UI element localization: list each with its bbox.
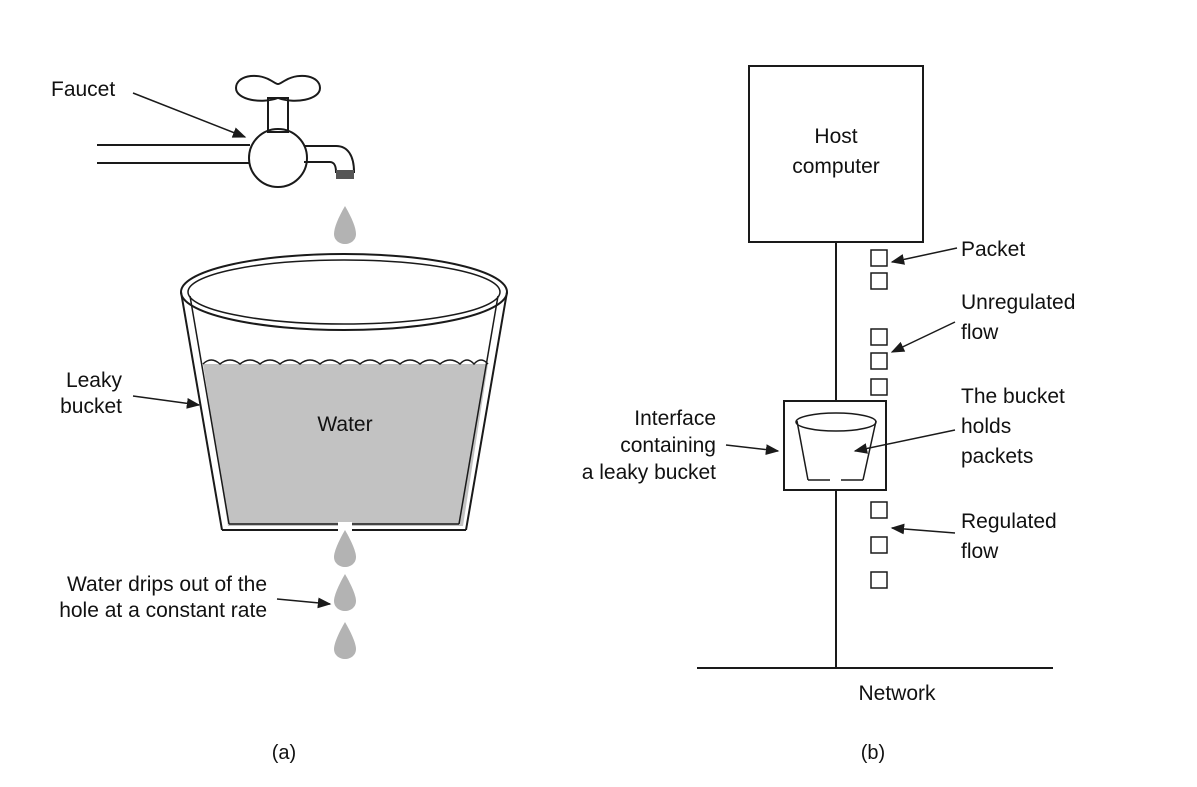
host-computer-box bbox=[748, 65, 924, 243]
holds-label-line1: The bucket bbox=[961, 385, 1065, 408]
caption-b: (b) bbox=[861, 742, 885, 764]
leaky-bucket-arrow bbox=[132, 395, 201, 409]
water-drop-icon bbox=[334, 206, 356, 244]
water-label: Water bbox=[317, 413, 372, 436]
leaky-bucket-label-line1: Leaky bbox=[66, 369, 123, 392]
small-bucket-icon bbox=[795, 412, 877, 481]
drip-label-line2: hole at a constant rate bbox=[59, 599, 267, 622]
unregulated-label-line1: Unregulated bbox=[961, 291, 1075, 314]
packet-label: Packet bbox=[961, 238, 1025, 261]
water-drop-icon bbox=[334, 622, 356, 659]
regulated-label-line1: Regulated bbox=[961, 510, 1057, 533]
panel-a: Faucet Leaky bucket Water Water drips ou… bbox=[51, 74, 508, 764]
holds-label-line2: holds bbox=[961, 415, 1011, 438]
unregulated-label-line2: flow bbox=[961, 321, 999, 344]
water-drop-icon bbox=[334, 574, 356, 611]
interface-label-line3: a leaky bucket bbox=[582, 461, 716, 484]
packet-box bbox=[870, 501, 888, 519]
packet-box bbox=[870, 536, 888, 554]
packet-box bbox=[870, 571, 888, 589]
packet-box bbox=[870, 328, 888, 346]
interface-label-line1: Interface bbox=[634, 407, 716, 430]
water-drop-icon bbox=[334, 530, 356, 567]
faucet-icon bbox=[97, 74, 356, 188]
drip-label-line1: Water drips out of the bbox=[67, 573, 267, 596]
packet-arrow bbox=[890, 247, 958, 265]
holds-label-line3: packets bbox=[961, 445, 1033, 468]
regulated-label-line2: flow bbox=[961, 540, 999, 563]
host-label-line2: computer bbox=[792, 155, 880, 178]
caption-a: (a) bbox=[272, 742, 296, 764]
interface-label-line2: containing bbox=[620, 434, 716, 457]
interface-box bbox=[783, 400, 887, 491]
faucet-arrow bbox=[132, 92, 247, 138]
packet-box bbox=[870, 249, 888, 267]
panel-b: Host computer Network Packet Unre bbox=[582, 65, 1075, 764]
regulated-arrow bbox=[890, 523, 956, 535]
leaky-bucket-icon bbox=[180, 253, 508, 532]
leaky-bucket-label-line2: bucket bbox=[60, 395, 122, 418]
faucet-label: Faucet bbox=[51, 78, 115, 101]
unregulated-arrow bbox=[890, 321, 956, 353]
host-label-line1: Host bbox=[814, 125, 857, 148]
packet-box bbox=[870, 352, 888, 370]
packet-box bbox=[870, 272, 888, 290]
interface-arrow bbox=[725, 444, 780, 455]
drip-arrow bbox=[276, 597, 332, 609]
holds-arrow bbox=[853, 429, 956, 454]
packet-box bbox=[870, 378, 888, 396]
network-label: Network bbox=[858, 682, 936, 705]
